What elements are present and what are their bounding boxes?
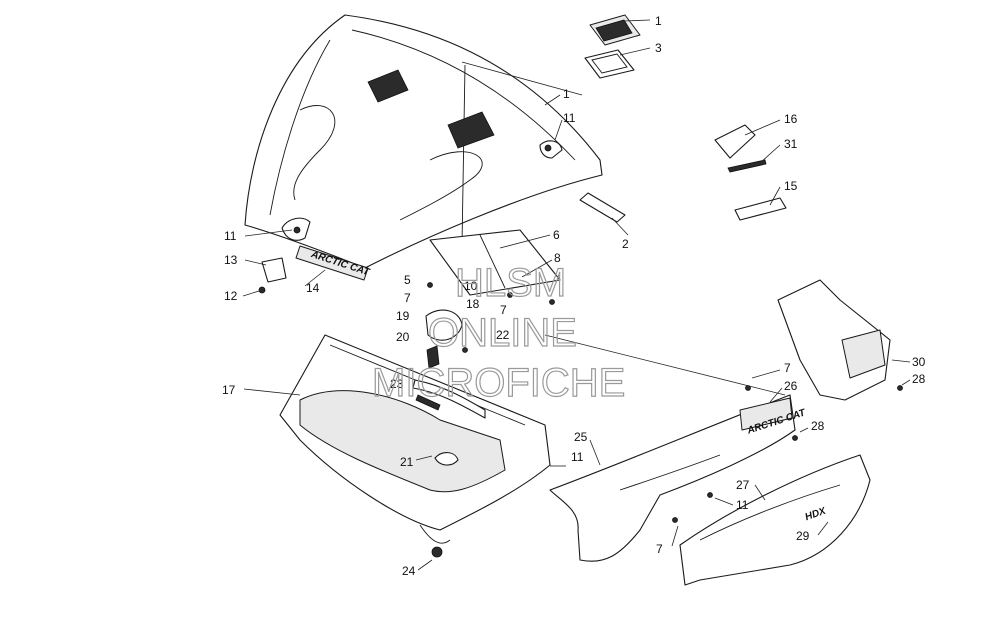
callout-7b: 7 (500, 303, 507, 317)
callout-30: 30 (912, 355, 926, 369)
callout-22: 22 (496, 328, 510, 342)
seal-strip-part (579, 192, 626, 223)
callout-25: 25 (574, 430, 588, 444)
callout-26: 26 (784, 379, 798, 393)
hood-fascia (429, 229, 561, 296)
callout-1: 1 (563, 87, 570, 101)
storage-bin-part (279, 334, 551, 558)
callout-11d: 11 (736, 498, 749, 512)
callout-7d: 7 (656, 542, 663, 556)
watermark-line2: ONLINE (428, 311, 577, 355)
callout-7a: 7 (404, 291, 411, 305)
callout-27: 27 (736, 478, 750, 492)
callout-31: 31 (784, 137, 798, 151)
vent-insert-part (589, 14, 641, 46)
watermark: HLSM ONLINE MICROFICHE (371, 260, 626, 405)
callout-11b: 11 (224, 229, 237, 243)
callout-29: 29 (796, 529, 810, 543)
callout-13: 13 (224, 253, 238, 267)
callout-labels: 1 1 3 1 11 16 31 15 2 11 13 12 14 6 8 5 … (222, 14, 926, 578)
tool-strap-part (734, 197, 787, 221)
callout-19: 19 (396, 309, 410, 323)
callout-21: 21 (400, 455, 414, 469)
hardware-cluster (425, 282, 555, 369)
screw-12-part (258, 286, 266, 294)
callout-11a: 11 (563, 111, 576, 125)
callout-8: 8 (554, 251, 561, 265)
watermark-line1: HLSM (455, 261, 566, 305)
callout-10: 10 (464, 279, 478, 293)
callout-28b: 28 (912, 372, 926, 386)
callout-15: 15 (784, 179, 798, 193)
callout-5: 5 (404, 273, 411, 287)
hood-part: ARCTIC CAT (244, 14, 603, 281)
vent-seal-part (584, 49, 635, 79)
callout-23: 23 (390, 377, 404, 391)
callout-2: 2 (622, 237, 629, 251)
latch-bracket-part (261, 257, 287, 283)
callout-4: 1 (655, 14, 662, 28)
right-bracket-part (777, 279, 903, 401)
wrench-part (727, 159, 767, 173)
callout-12: 12 (224, 289, 238, 303)
callout-20: 20 (396, 330, 410, 344)
screw-11-part (293, 226, 301, 234)
callout-16: 16 (784, 112, 798, 126)
callout-17: 17 (222, 383, 236, 397)
callout-28a: 28 (811, 419, 825, 433)
screw-11b-part (544, 144, 552, 152)
left-side-panel-part: ARCTIC CAT (549, 385, 808, 562)
callout-7c: 7 (784, 361, 791, 375)
callout-14: 14 (306, 281, 320, 295)
watermark-line3: MICROFICHE (372, 361, 625, 405)
callout-11c: 11 (571, 450, 584, 464)
callout-24: 24 (402, 564, 416, 578)
callout-6: 6 (553, 228, 560, 242)
side-trim-part: HDX (679, 454, 871, 586)
tool-pouch-part (714, 124, 756, 159)
callout-3: 3 (655, 41, 662, 55)
callout-18: 18 (466, 297, 480, 311)
